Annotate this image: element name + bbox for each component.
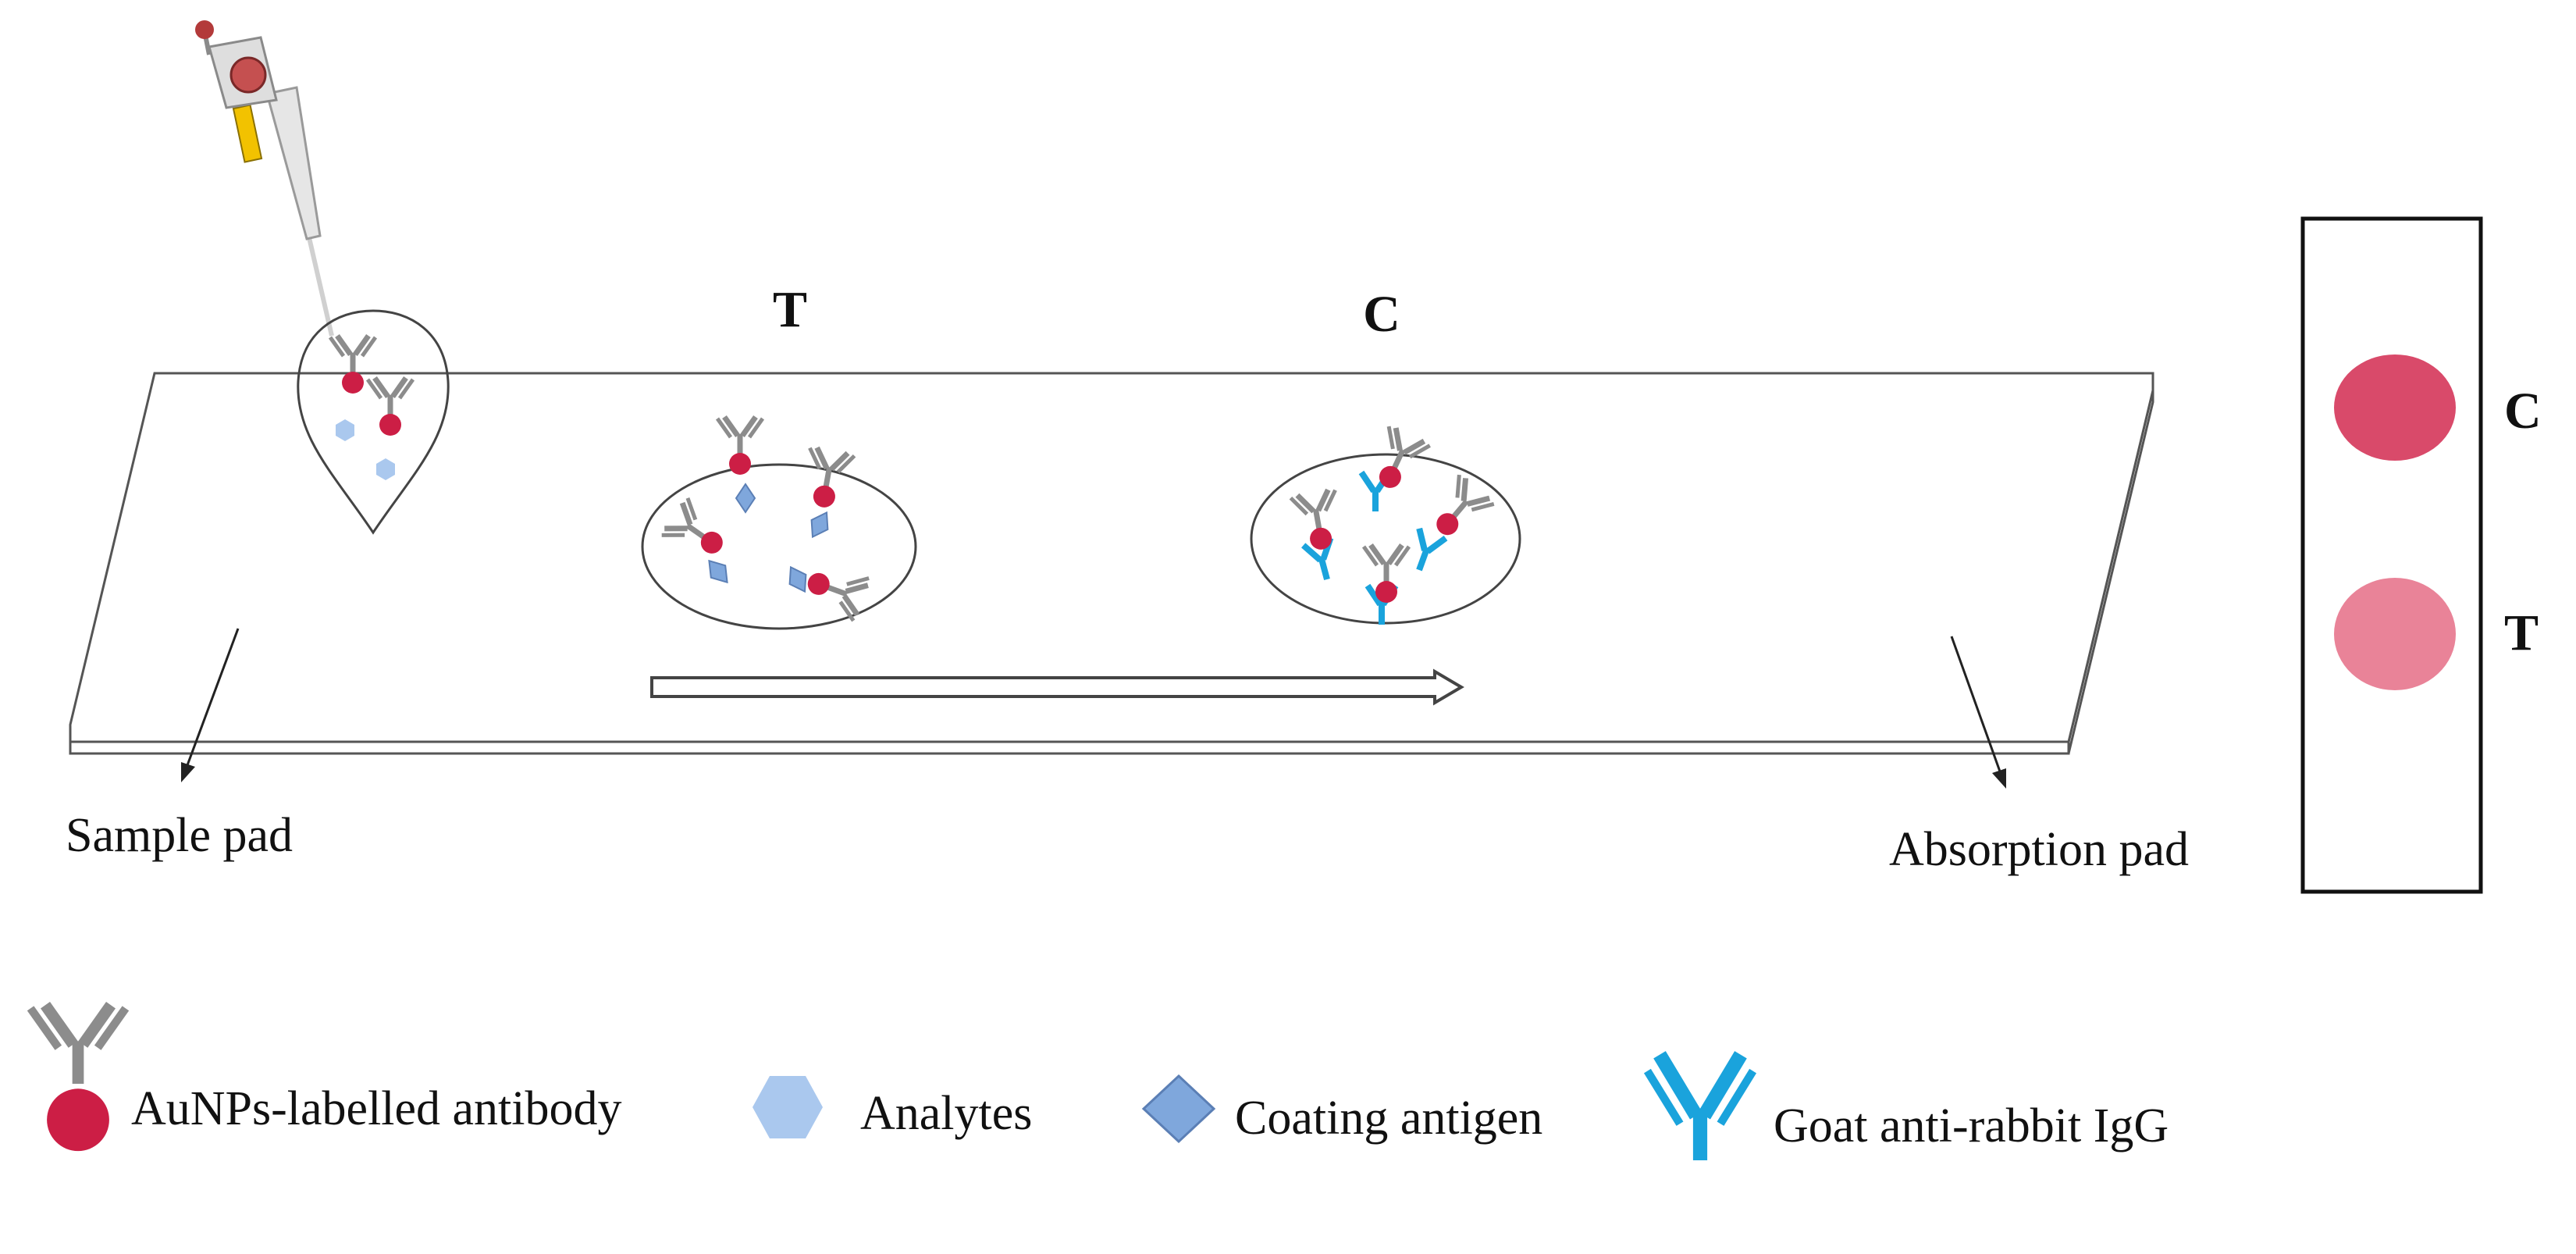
- analyte-hexagon-icon: [376, 458, 395, 480]
- aunp-antibody-icon: [30, 1005, 126, 1152]
- flow-direction-arrow: [650, 668, 1464, 706]
- test-zone: [641, 417, 917, 630]
- absorption-pad-label: Absorption pad: [1889, 823, 2189, 876]
- legend-label-coating-antigen: Coating antigen: [1235, 1092, 1542, 1145]
- pipette-icon: [195, 20, 334, 337]
- test-zone-label: T: [773, 281, 807, 338]
- legend-label-analytes: Analytes: [860, 1087, 1032, 1140]
- analyte-hexagon-icon: [336, 419, 354, 441]
- result-card: [2300, 216, 2483, 894]
- analyte-hexagon-icon: [753, 1076, 823, 1138]
- legend-label-aunp-antibody: AuNPs-labelled antibody: [131, 1082, 622, 1135]
- control-line-spot: [2334, 354, 2456, 461]
- test-line-spot: [2334, 578, 2456, 690]
- absorption-pad-pointer: [1950, 636, 2006, 789]
- sample-pad-pointer: [181, 628, 240, 782]
- control-zone: [1250, 425, 1521, 625]
- card-control-label: C: [2504, 383, 2542, 440]
- sample-pad-label: Sample pad: [66, 809, 293, 862]
- control-zone-label: C: [1363, 286, 1400, 343]
- legend-label-goat-igg: Goat anti-rabbit IgG: [1774, 1099, 2169, 1152]
- goat-igg-icon: [1643, 1051, 1757, 1160]
- legend: AuNPs-labelled antibody Analytes Coating…: [30, 1005, 2169, 1160]
- test-strip: [69, 372, 2154, 755]
- sample-drop: [297, 309, 450, 535]
- card-test-label: T: [2504, 604, 2539, 661]
- coating-antigen-diamond-icon: [1141, 1074, 1216, 1144]
